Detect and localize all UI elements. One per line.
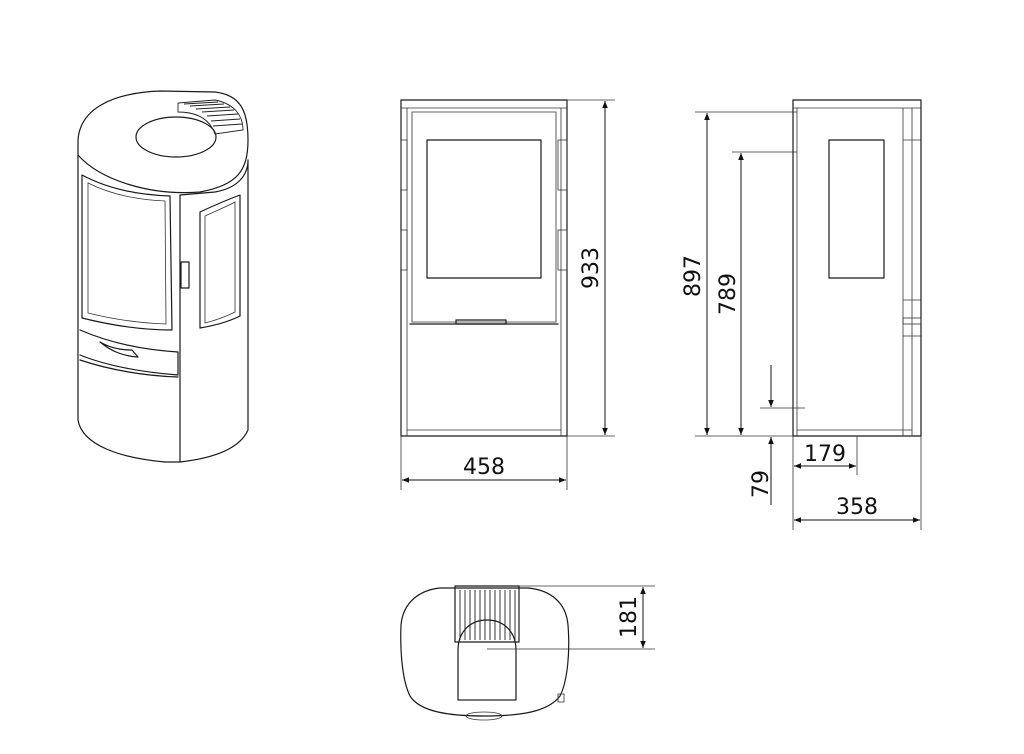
dim-side-total-depth: 358: [836, 495, 878, 520]
front-view: 458 933: [400, 99, 615, 490]
side-view: 897 789 79 179 358: [681, 99, 922, 530]
dim-side-base-height: 79: [749, 470, 774, 498]
dim-front-height: 933: [579, 247, 604, 289]
top-grill-plan: [454, 585, 520, 643]
top-grill-iso: [177, 99, 244, 135]
top-view: 181: [400, 585, 655, 721]
isometric-view: [77, 90, 249, 463]
dim-front-width: 458: [463, 455, 505, 480]
dim-side-offset-depth: 179: [804, 442, 846, 467]
dim-top-offset: 181: [617, 596, 642, 638]
dim-side-inner-height: 789: [716, 273, 741, 315]
dim-side-total-height: 897: [681, 255, 706, 297]
